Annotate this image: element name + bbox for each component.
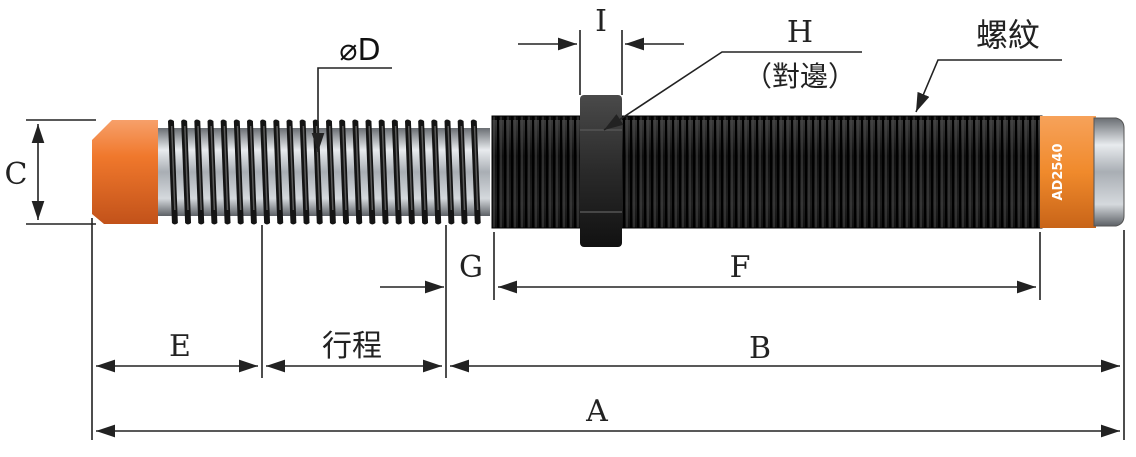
label-e: E xyxy=(169,329,191,364)
label-stroke: 行程 xyxy=(322,329,382,364)
label-i: I xyxy=(595,4,607,39)
spring-coil-highlight xyxy=(394,125,400,211)
label-c: C xyxy=(5,157,28,192)
label-h-sub: （對邊） xyxy=(744,60,856,93)
spring-coil-highlight xyxy=(236,125,242,211)
spring xyxy=(168,119,481,225)
spring-coil-highlight xyxy=(263,125,268,211)
label-d: ⌀D xyxy=(339,33,380,68)
threaded-body xyxy=(492,116,1042,228)
model-label: AD2540 xyxy=(1051,143,1066,200)
shock-absorber: AD2540 xyxy=(92,95,1125,247)
end-section xyxy=(1040,116,1096,228)
label-h: H xyxy=(787,15,813,50)
hex-nut xyxy=(580,95,622,247)
spring-coil-highlight xyxy=(184,125,189,211)
spring-coil-highlight xyxy=(223,125,229,211)
spring-coil-highlight xyxy=(249,125,255,211)
label-f: F xyxy=(730,250,751,285)
spring-coil-highlight xyxy=(381,125,387,211)
spring-coil-highlight xyxy=(342,125,347,211)
rod-cap xyxy=(92,120,158,224)
spring-coil-highlight xyxy=(434,125,439,211)
label-thread: 螺紋 xyxy=(976,16,1040,54)
spring-coil-highlight xyxy=(289,125,295,211)
labels: C ⌀D I H （對邊） 螺紋 G F E 行程 B A xyxy=(5,4,1040,429)
spring-coil-highlight xyxy=(210,125,216,211)
spring-coil-highlight xyxy=(473,125,479,211)
spring-coil-highlight xyxy=(302,125,308,211)
dimension-lines xyxy=(26,30,1125,440)
spring-coil-highlight xyxy=(460,125,466,211)
spring-coil-highlight xyxy=(328,125,334,211)
spring-coil-highlight xyxy=(421,125,426,211)
spring-coil-highlight xyxy=(368,125,374,211)
label-g: G xyxy=(459,250,483,285)
spring-coil-highlight xyxy=(276,125,281,211)
label-b: B xyxy=(749,331,771,366)
spring-coil-highlight xyxy=(447,125,453,211)
label-a: A xyxy=(585,394,608,429)
spring-coil-highlight xyxy=(355,125,360,211)
end-cap xyxy=(1093,117,1125,227)
spring-coil-highlight xyxy=(197,125,202,211)
spring-coil-highlight xyxy=(407,125,413,211)
spring-coil-highlight xyxy=(170,125,176,211)
